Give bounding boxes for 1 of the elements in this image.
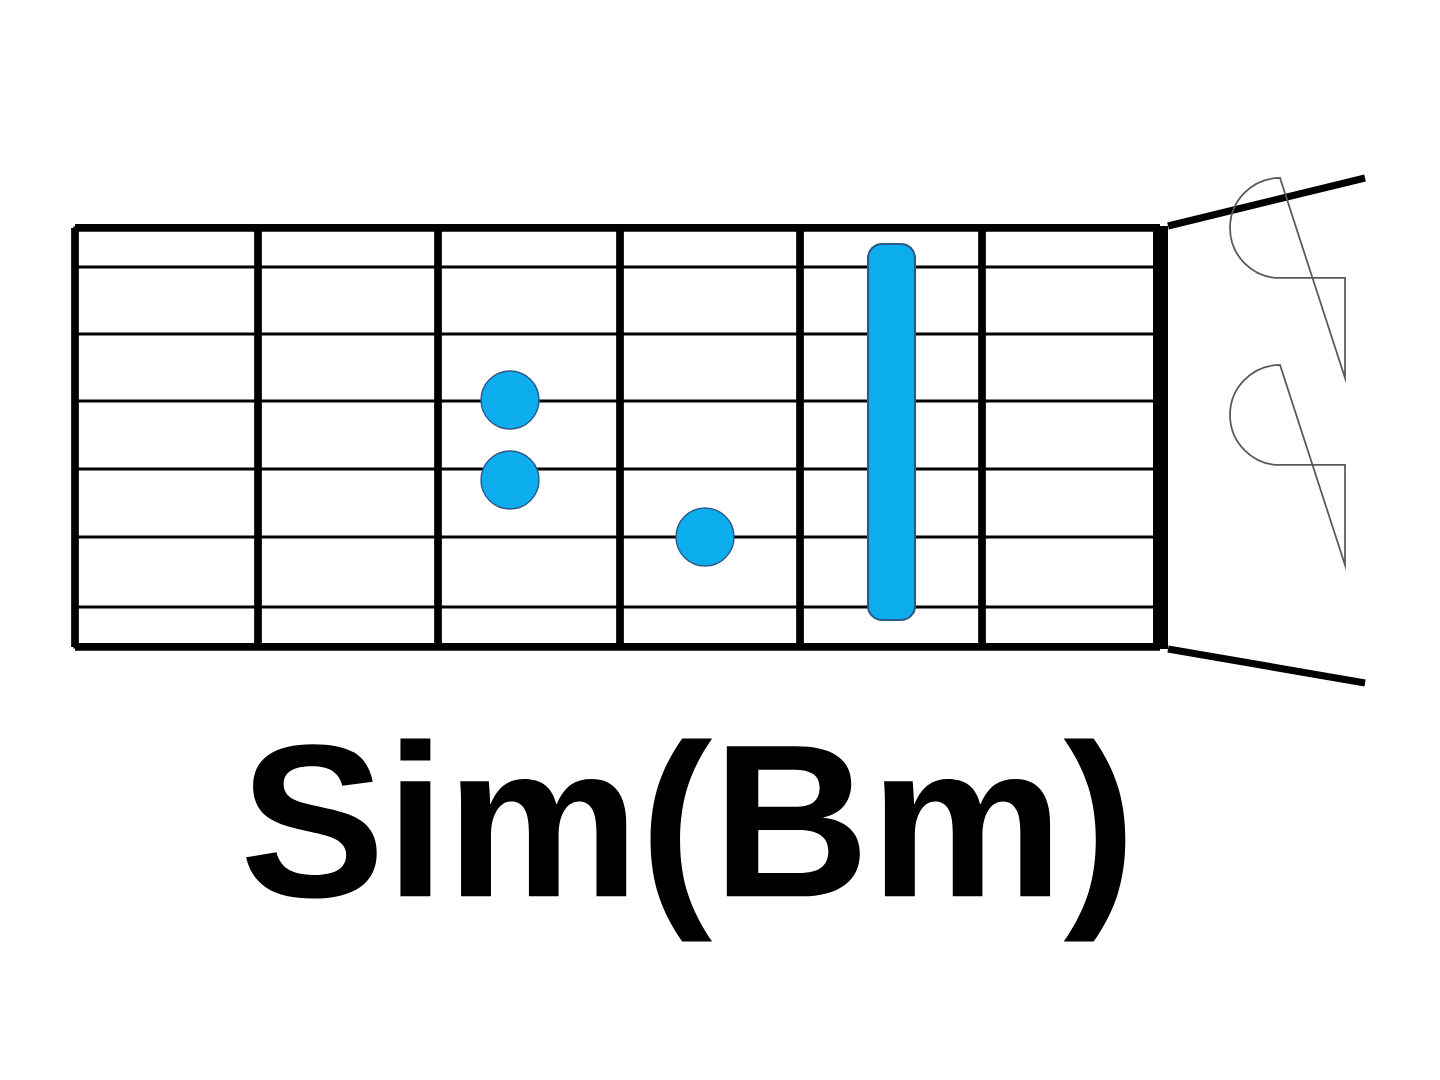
chord-name: Sim(Bm): [246, 738, 1126, 942]
